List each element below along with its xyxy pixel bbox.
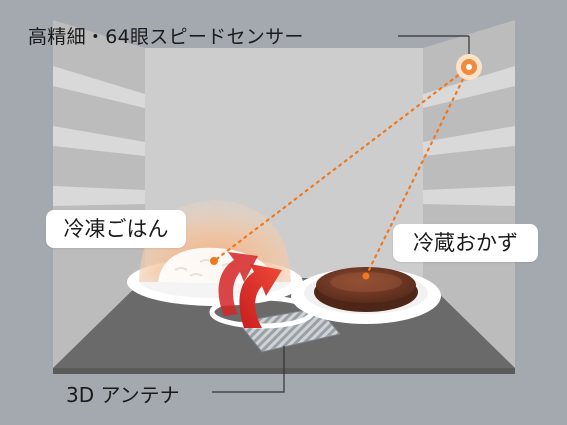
refrigerated-side-dish-label: 冷蔵おかず — [393, 224, 538, 262]
side-dish-target-dot — [362, 272, 370, 280]
sensor-beams — [212, 65, 471, 278]
hamburger-steak — [314, 267, 418, 312]
right-rack-rails — [423, 66, 515, 206]
sensor-label: 高精細・64眼スピードセンサー — [28, 26, 304, 48]
antenna-label: 3D アンテナ — [66, 383, 180, 407]
antenna-grid-icon — [237, 307, 341, 353]
frozen-rice-label: 冷凍ごはん — [46, 210, 186, 248]
sensor-dot-icon — [456, 54, 482, 80]
antenna-leader-line — [212, 346, 285, 393]
left-rack-rails — [53, 66, 145, 206]
rice-target-dot — [210, 257, 218, 265]
curved-arrow-icon — [218, 252, 282, 328]
